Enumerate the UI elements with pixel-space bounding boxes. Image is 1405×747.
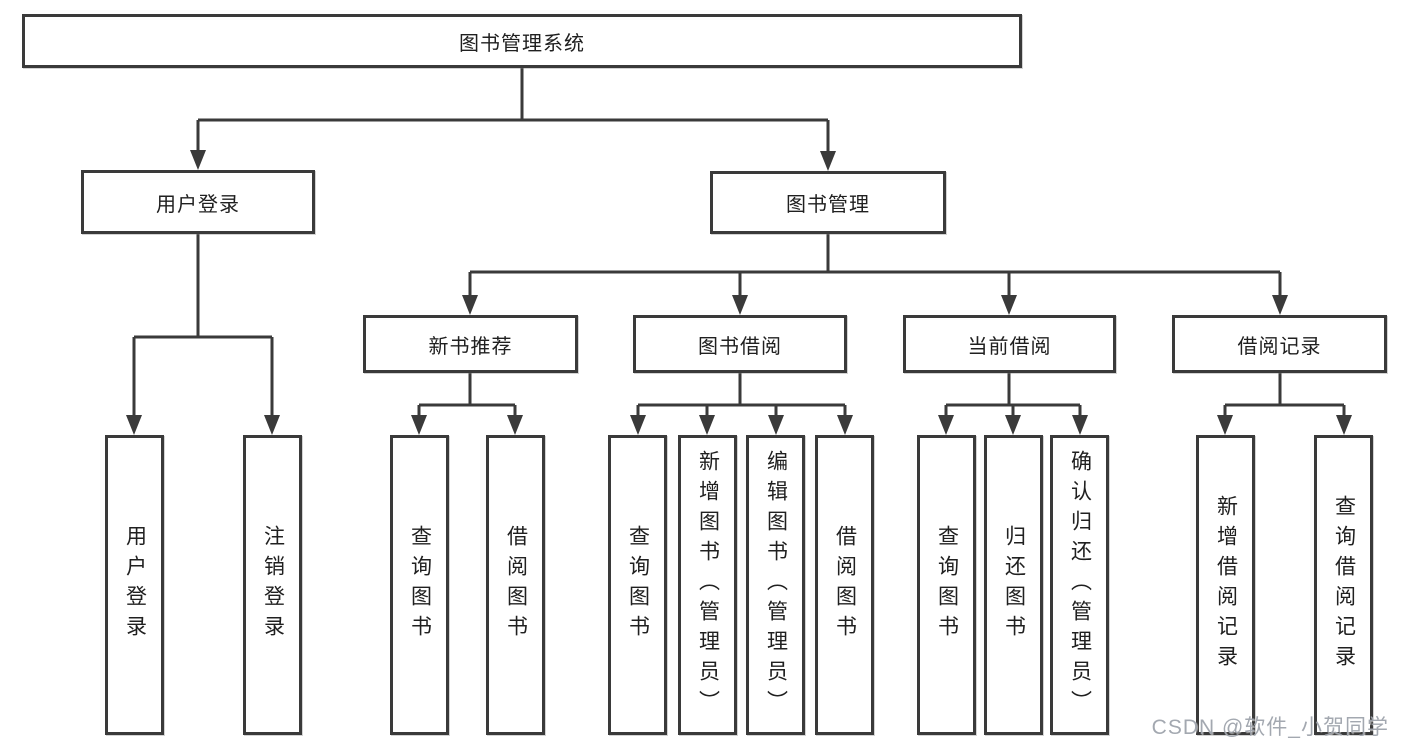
node-new-book-recommend-label: 新书推荐 bbox=[428, 335, 513, 358]
node-new-book-recommend: 新书推荐 bbox=[363, 315, 578, 373]
leaf-query-books-borrow: 查询图书 bbox=[608, 435, 667, 735]
leaf-query-borrow-record: 查询借阅记录 bbox=[1314, 435, 1373, 735]
node-current-borrow: 当前借阅 bbox=[903, 315, 1116, 373]
leaf-query-books-current-label: 查询图书 bbox=[935, 525, 959, 645]
node-root-label: 图书管理系统 bbox=[459, 32, 585, 55]
leaf-logout-label: 注销登录 bbox=[261, 525, 285, 645]
leaf-query-books-recommend-label: 查询图书 bbox=[408, 525, 432, 645]
connector-lines bbox=[132, 68, 1346, 418]
node-book-borrow: 图书借阅 bbox=[633, 315, 847, 373]
leaf-user-login: 用户登录 bbox=[105, 435, 164, 735]
leaf-borrow-books-borrow-label: 借阅图书 bbox=[833, 525, 857, 645]
node-book-management-label: 图书管理 bbox=[786, 194, 870, 216]
leaf-borrow-books-borrow: 借阅图书 bbox=[815, 435, 874, 735]
node-user-login: 用户登录 bbox=[81, 170, 315, 234]
leaf-confirm-return-admin-label: 确认归还（管理员） bbox=[1068, 450, 1092, 720]
node-current-borrow-label: 当前借阅 bbox=[967, 335, 1052, 358]
leaf-add-book-admin: 新增图书（管理员） bbox=[678, 435, 737, 735]
node-root-system: 图书管理系统 bbox=[22, 14, 1022, 68]
leaf-query-books-current: 查询图书 bbox=[917, 435, 976, 735]
leaf-return-books: 归还图书 bbox=[984, 435, 1043, 735]
node-borrow-records-label: 借阅记录 bbox=[1237, 335, 1322, 358]
leaf-add-borrow-record-label: 新增借阅记录 bbox=[1214, 495, 1238, 675]
arrowhead-icons bbox=[126, 150, 1352, 435]
node-book-management: 图书管理 bbox=[710, 171, 946, 234]
node-user-login-label: 用户登录 bbox=[156, 193, 240, 216]
leaf-add-book-admin-label: 新增图书（管理员） bbox=[696, 450, 720, 720]
leaf-return-books-label: 归还图书 bbox=[1002, 525, 1026, 645]
csdn-watermark: CSDN @软件_小贺同学 bbox=[1151, 716, 1389, 739]
node-book-borrow-label: 图书借阅 bbox=[698, 335, 782, 358]
leaf-borrow-books-recommend: 借阅图书 bbox=[486, 435, 545, 735]
leaf-query-books-borrow-label: 查询图书 bbox=[626, 525, 650, 645]
leaf-edit-book-admin-label: 编辑图书（管理员） bbox=[764, 450, 788, 720]
leaf-add-borrow-record: 新增借阅记录 bbox=[1196, 435, 1255, 735]
leaf-borrow-books-recommend-label: 借阅图书 bbox=[504, 525, 528, 645]
node-borrow-records: 借阅记录 bbox=[1172, 315, 1387, 373]
leaf-logout: 注销登录 bbox=[243, 435, 302, 735]
leaf-confirm-return-admin: 确认归还（管理员） bbox=[1050, 435, 1109, 735]
leaf-edit-book-admin: 编辑图书（管理员） bbox=[746, 435, 805, 735]
leaf-query-borrow-record-label: 查询借阅记录 bbox=[1332, 495, 1356, 675]
leaf-query-books-recommend: 查询图书 bbox=[390, 435, 449, 735]
leaf-user-login-label: 用户登录 bbox=[123, 525, 147, 645]
